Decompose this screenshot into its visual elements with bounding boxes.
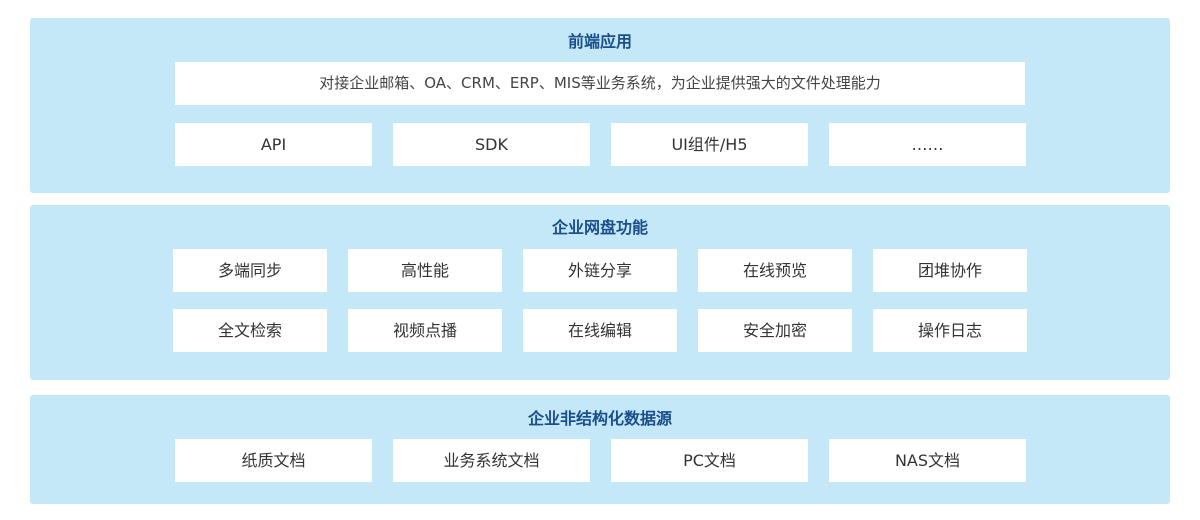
feature-operation-log: 操作日志: [873, 309, 1027, 352]
feature-link-share: 外链分享: [523, 249, 677, 292]
frontend-item-ui-component: UI组件/H5: [611, 123, 808, 166]
data-source-layer-title: 企业非结构化数据源: [527, 409, 672, 428]
data-source-layer: 企业非结构化数据源 纸质文档 业务系统文档 PC文档 NAS文档: [30, 395, 1170, 504]
feature-fulltext-search: 全文检索: [173, 309, 327, 352]
feature-online-edit: 在线编辑: [523, 309, 677, 352]
feature-high-performance: 高性能: [348, 249, 502, 292]
netdisk-layer: 企业网盘功能 多端同步 高性能 外链分享 在线预览 团堆协作 全文检索 视频点播…: [30, 205, 1170, 380]
source-business-system-docs: 业务系统文档: [393, 439, 590, 482]
frontend-layer-title: 前端应用: [567, 32, 632, 51]
feature-online-preview: 在线预览: [698, 249, 852, 292]
frontend-item-sdk: SDK: [393, 123, 590, 166]
feature-team-collab: 团堆协作: [873, 249, 1027, 292]
frontend-item-api: API: [175, 123, 372, 166]
source-pc-docs: PC文档: [611, 439, 808, 482]
feature-video-on-demand: 视频点播: [348, 309, 502, 352]
frontend-banner: 对接企业邮箱、OA、CRM、ERP、MIS等业务系统，为企业提供强大的文件处理能…: [175, 62, 1025, 105]
source-paper-docs: 纸质文档: [175, 439, 372, 482]
netdisk-layer-title: 企业网盘功能: [551, 218, 648, 237]
feature-security-encryption: 安全加密: [698, 309, 852, 352]
frontend-item-more: ……: [829, 123, 1026, 166]
feature-multi-sync: 多端同步: [173, 249, 327, 292]
frontend-layer: 前端应用 对接企业邮箱、OA、CRM、ERP、MIS等业务系统，为企业提供强大的…: [30, 18, 1170, 193]
source-nas-docs: NAS文档: [829, 439, 1026, 482]
